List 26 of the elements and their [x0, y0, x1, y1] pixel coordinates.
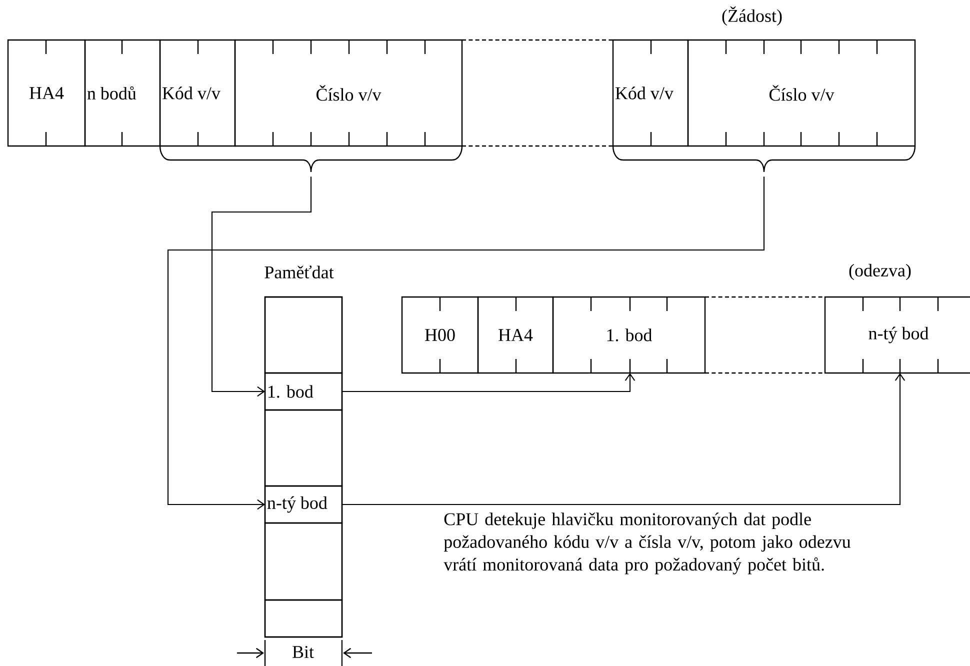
data-field: 1. bod — [552, 296, 706, 374]
data-field: Číslo v/v — [234, 39, 463, 147]
memory-cell — [264, 409, 343, 487]
data-field: HA4 — [477, 296, 554, 374]
arrow — [342, 373, 906, 506]
data-field: Kód v/v — [159, 39, 236, 147]
brace — [159, 146, 463, 173]
arrow — [342, 373, 636, 392]
brace — [612, 146, 916, 173]
arrow — [167, 176, 765, 510]
data-field: HA4 — [7, 39, 86, 147]
dimension-label: Bit — [292, 646, 314, 658]
memory-cell — [264, 296, 343, 374]
memory-cell — [264, 599, 343, 638]
memory-cell — [264, 522, 343, 601]
memory-cell: n-tý bod — [264, 485, 343, 524]
frame-label: (Žádost) — [722, 6, 782, 26]
data-field: Kód v/v — [612, 39, 689, 147]
data-field: H00 — [401, 296, 479, 374]
description-text: CPU detekuje hlavičku monitorovaných dat podle požadovaného kódu v/v a čísla v/v, potom jako odezvu vrátí monitorovaná data pro požadovaný počet bitů. — [444, 512, 851, 574]
node-label: Paměťdat — [264, 266, 334, 278]
data-field: n bodů — [84, 39, 161, 147]
data-field: Číslo v/v — [687, 39, 916, 147]
data-field: n-tý bod — [824, 296, 970, 374]
memory-cell: 1. bod — [264, 372, 343, 411]
arrow — [211, 176, 312, 397]
